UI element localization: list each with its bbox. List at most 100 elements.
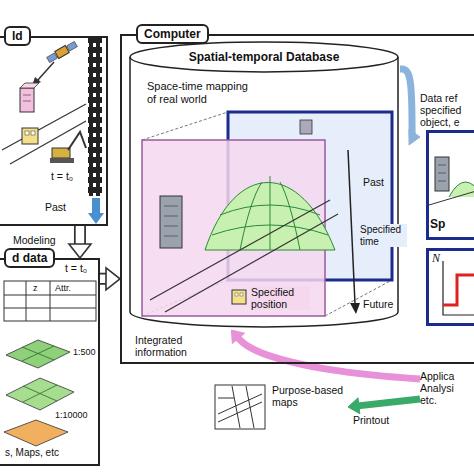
chart-panel: N: [426, 248, 474, 326]
attribute-table: [4, 281, 96, 321]
satellite-beam: [37, 62, 54, 81]
building-icon: [438, 165, 446, 166]
integration-arrow: [236, 336, 420, 379]
map-icon: [214, 384, 266, 430]
satellite-beam: [32, 62, 54, 86]
purpose-map-output: Purpose-based maps: [214, 384, 348, 430]
building-icon: [429, 137, 474, 207]
building-icon: [449, 182, 474, 197]
satellite: [47, 53, 58, 63]
data-caption: s, Maps, etc: [4, 447, 60, 459]
time-label: t = t₀: [50, 170, 74, 182]
excavator: [68, 132, 86, 150]
step-chart: [443, 261, 474, 315]
film-strip: [88, 36, 102, 196]
tall-building: [164, 236, 178, 237]
past-time-arrow: [88, 213, 104, 224]
cylinder-outline: [130, 42, 398, 72]
axis-label: Past: [362, 176, 385, 188]
panel-heading: ld: [4, 26, 31, 46]
axis-label: Future: [362, 298, 394, 310]
time-label: Specified time: [359, 224, 407, 247]
past-time-arrow: [92, 198, 100, 214]
tall-building: [164, 216, 178, 217]
building-small: [300, 120, 312, 134]
satellite: [67, 41, 78, 51]
road: [165, 214, 338, 312]
terrain-mesh: [270, 176, 271, 250]
pink-building: [20, 83, 39, 112]
output-label: Purpose-based maps: [272, 384, 348, 408]
pink-building: [20, 88, 34, 112]
map-icon: [215, 385, 265, 429]
map-layer: [23, 385, 57, 402]
road: [2, 104, 86, 164]
map-icon: [218, 394, 262, 414]
time-label: t = t₀: [64, 262, 88, 274]
map-layer: [4, 340, 74, 446]
panel-caption: Data ref specified object, e: [420, 92, 474, 128]
map-layer: [6, 340, 70, 368]
satellite: [46, 41, 78, 64]
map-layer: [23, 386, 57, 401]
map-layer: [4, 420, 68, 446]
building-icon: [438, 181, 446, 182]
axis-label: Past: [44, 201, 67, 213]
connector-label: Printout: [352, 414, 390, 426]
building-icon: [435, 157, 449, 191]
input-arrow: [106, 268, 120, 290]
map-icon: [246, 386, 254, 428]
map-layer: [22, 347, 54, 360]
cube-edge: [142, 112, 228, 140]
reference-arrow: [409, 129, 420, 145]
attribute-table: [4, 281, 96, 321]
attribute-table: [26, 281, 27, 321]
modeling-arrow: [69, 244, 91, 258]
pink-building: [20, 83, 39, 88]
past-time-arrow: [88, 198, 104, 224]
table-cell: Attr.: [54, 283, 72, 293]
input-arrow: [100, 268, 120, 290]
satellite: [55, 46, 69, 59]
map-layer: [22, 346, 54, 361]
data-reference-panel: Data ref specified object, e Sp: [420, 92, 474, 242]
connector-label: Integrated information: [134, 334, 200, 358]
step-chart: [443, 275, 474, 305]
real-world-panel: ld: [0, 36, 108, 226]
panel-heading: Computer: [136, 24, 209, 44]
database-title: Spatial-temporal Database: [128, 51, 400, 65]
box-text: Applica Analysi etc.: [420, 370, 468, 406]
specified-position-building: [232, 290, 246, 304]
road: [2, 104, 86, 150]
map-icon: [218, 402, 262, 422]
specified-position-building: [232, 290, 246, 304]
printout-arrow: [348, 398, 420, 414]
connector-label: Modeling: [12, 234, 57, 246]
tall-building: [160, 196, 182, 248]
panel-text: Sp: [430, 218, 445, 232]
tall-building: [164, 206, 178, 207]
printout-arrow: [348, 398, 360, 414]
excavator: [50, 158, 74, 163]
excavator: [50, 132, 86, 163]
map-icon: [232, 386, 240, 428]
pink-building: [23, 101, 31, 102]
cube-edge: [142, 112, 392, 316]
building-small: [300, 120, 312, 134]
tall-building: [160, 196, 182, 248]
road: [10, 121, 86, 164]
terrain-mesh: [280, 182, 300, 250]
specified-position-building: [240, 293, 243, 296]
map-layer: [6, 378, 74, 410]
reference-arrow: [400, 69, 412, 137]
time-axis-arrow: [350, 303, 360, 314]
specified-position-building: [235, 293, 238, 296]
printout-arrow: [356, 399, 420, 406]
integration-arrow: [231, 330, 244, 344]
tall-building: [164, 226, 178, 227]
building-icon: [429, 189, 474, 205]
panel-heading: d data: [4, 248, 55, 268]
film-strip: [88, 36, 102, 196]
